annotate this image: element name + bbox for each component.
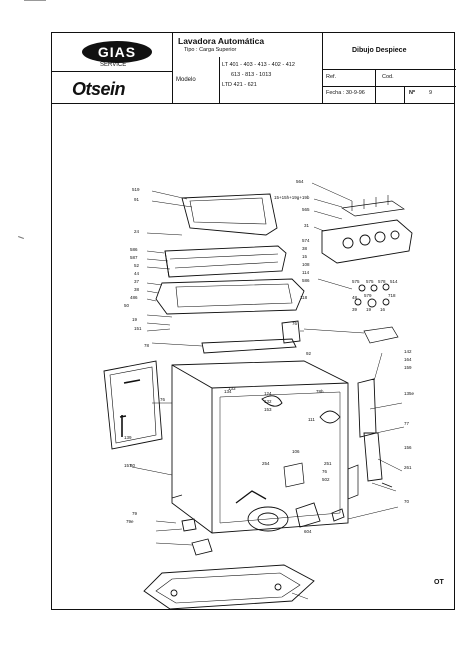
service-label: SERVICE [100,62,127,68]
callout: 118 [300,295,308,300]
callout: 16 [380,307,386,312]
models-line-2: 613 - 813 - 1013 [231,72,272,78]
callout: 519 [132,187,140,192]
callout: 111 [308,417,315,422]
callout: 254 [262,461,270,466]
modelo-label: Modelo [176,77,196,83]
cod-label: Cod. [382,74,394,80]
callout: 157 [124,463,132,468]
callout: 164 [404,357,412,362]
scan-mark [18,236,24,239]
product-type: Tipo : Carga Superior [184,47,237,53]
callout: 124 [264,391,272,396]
product-title: Lavadora Automática [178,36,265,46]
callout: 106 [292,449,300,454]
callout: 153 [264,407,272,412]
callout: 52 [134,263,140,268]
callout: 24 [134,229,140,234]
callout: 586 [302,278,310,283]
callout: 575 [352,279,360,284]
models-line-3: LTD 421 - 621 [222,82,257,88]
callout: 70 [404,499,410,504]
footer-code: OT [434,579,444,586]
callout: 78 [144,343,150,348]
callout: 134 [224,389,232,394]
callout: 78h [316,389,324,394]
callout: 604 [304,529,312,534]
callout: 79e [126,519,134,524]
callout: 578 [378,279,386,284]
callout: 37 [134,279,140,284]
scan-mark [24,0,46,1]
callout: 718 [388,293,396,298]
callout: 586 [130,247,138,252]
models-line-1: LT 401 - 403 - 413 - 402 - 412 [222,62,295,68]
callout: 575 [366,279,374,284]
num-value: 9 [429,90,433,96]
callout: 76 [292,321,298,326]
callout: 502 [322,477,330,482]
callout: 91 [134,197,140,202]
callout: 48 [352,295,358,300]
num-label: Nº [409,90,415,96]
callout: 76 [160,397,166,402]
callout: 261 [404,465,412,470]
callout: 135e [404,391,415,396]
otsein-logo: Otsein [72,79,126,99]
callout: 133 [228,386,236,391]
callout: 514 [390,279,398,284]
callout: 19 [366,307,372,312]
callout: 564 [296,179,304,184]
sheet-title: Dibujo Despiece [352,47,407,54]
callout: 156 [404,445,412,450]
callout: 44 [134,271,140,276]
callout: 38 [302,246,308,251]
callout: 574 [302,238,310,243]
title-block: GIAS SERVICE Otsein Lavadora Automática … [52,33,456,104]
callout: 15+15h+19g+19b [274,195,310,200]
callout: 79 [132,511,138,516]
callout: 142 [404,349,412,354]
callout: 76 [322,469,328,474]
callout: 587 [130,255,138,260]
callout: 151 [134,326,142,331]
callout: 19 [132,317,138,322]
callout: 50 [124,303,130,308]
callout: 486 [130,295,138,300]
callout: 80 [130,463,136,468]
callout: 39 [352,307,358,312]
callout: 132 [264,399,272,404]
callout: 15 [302,254,308,259]
callout: 139 [124,435,132,440]
callout: 565 [302,207,310,212]
callout: 251 [324,461,332,466]
callout: 77 [404,421,410,426]
gias-logo: GIAS [82,41,152,63]
callout: 38 [134,287,140,292]
ref-label: Ref. [326,74,337,80]
callout: 114 [302,270,310,275]
callout: 579 [364,293,372,298]
callout: 92 [306,351,312,356]
callout: 108 [302,262,310,267]
exploded-view-diagram: 564 519 91 15+15h+19g+19b 565 24 31 574 … [103,179,415,610]
drawing-sheet: GIAS SERVICE Otsein Lavadora Automática … [51,32,456,610]
callout: 159 [404,365,412,370]
callout: 31 [304,223,310,228]
fecha-label: Fecha : 30-9-96 [326,90,365,96]
